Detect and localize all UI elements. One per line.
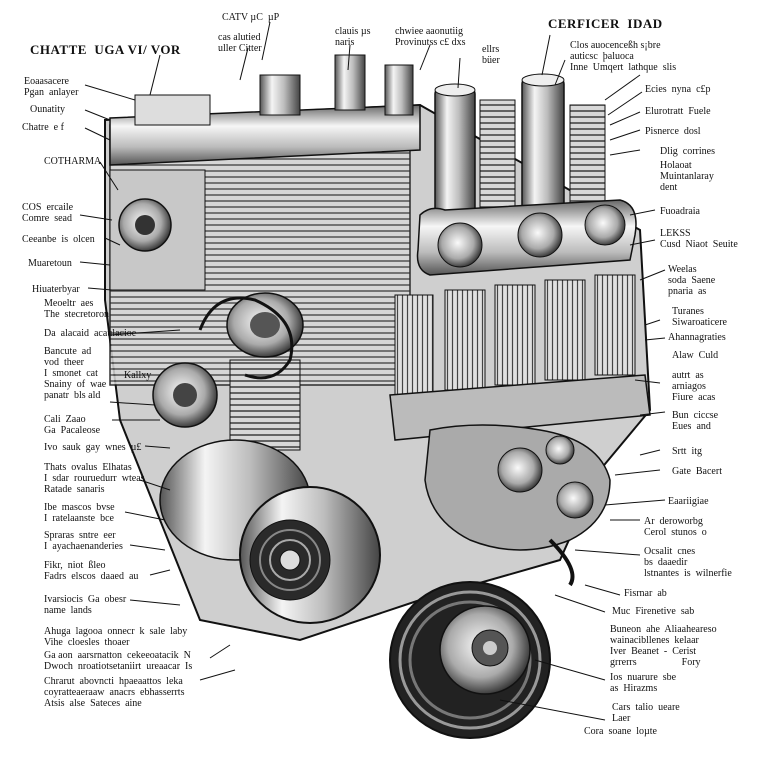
label-left-9: Da alacaid acaulacioe bbox=[44, 328, 137, 339]
label-left-4: COS ercaile Comre sead bbox=[22, 202, 74, 224]
valve-cover bbox=[109, 54, 421, 166]
label-left-0: Eoaasacere Pgan anlayer bbox=[24, 76, 79, 98]
label-right-17: Ocsalit cnes bs daaedir lstnantes is wil… bbox=[644, 546, 732, 579]
label-right-20: Buneon ahe Aliaaheareso wainacibllenes k… bbox=[610, 624, 717, 668]
label-right-18: Fisrnar ab bbox=[624, 588, 667, 599]
label-right-1: Elurotratt Fuele bbox=[645, 106, 711, 117]
label-right-12: Bun ciccse Eues and bbox=[672, 410, 719, 432]
label-right-6: LEKSS Cusd Niaot Seuite bbox=[660, 228, 738, 250]
label-right-2: Pisnerce dosl bbox=[645, 126, 701, 137]
label-right-11: autrt as arniagos Fiure acas bbox=[672, 370, 716, 403]
label-top-2: clauis µs naris bbox=[335, 26, 371, 48]
label-right-5: Fuoadraia bbox=[660, 206, 700, 217]
turbocharger bbox=[198, 296, 294, 380]
label-left-8: Meoeltr aes The stecretoron bbox=[44, 298, 109, 320]
label-left-12: Ivo sauk gay wnes µ£ bbox=[44, 442, 142, 453]
label-right-3: Dlig corrines bbox=[660, 146, 715, 157]
right-manifold bbox=[424, 424, 611, 587]
label-right-19: Muc Firenetive sab bbox=[612, 606, 695, 617]
label-right-15: Eaariigiae bbox=[668, 496, 709, 507]
label-left-11: Cali Zaao Ga Pacaleose bbox=[44, 414, 101, 436]
label-left-14: Ibe mascos bvse I ratelaanste bce bbox=[44, 502, 115, 524]
label-left-13: Thats ovalus Elhatas I sdar rouruedurr w… bbox=[44, 462, 145, 495]
front-housing bbox=[159, 439, 381, 624]
label-right-23: Cora soane loµte bbox=[584, 726, 657, 737]
label-left-7: Hiuaterbyar bbox=[32, 284, 80, 295]
label-top-0: CATV µC µP bbox=[222, 12, 280, 23]
label-right-0: Ecies nyna c£p bbox=[645, 84, 711, 95]
label-right-16: Ar deroworbg Cerol stunos o bbox=[644, 516, 707, 538]
label-left-3: COTHARMA bbox=[44, 156, 102, 167]
label-right-22: Cars talio ueare Laer bbox=[612, 702, 680, 724]
intake-manifold bbox=[416, 199, 637, 276]
label-left-1: Ounatity bbox=[30, 104, 65, 115]
label-left-10: Bancute ad vod theer I smonet cat Snainy… bbox=[44, 346, 107, 401]
intake-pipes bbox=[434, 73, 606, 229]
label-left-15: Spraras sntre eer I ayachaenanderies bbox=[44, 530, 123, 552]
label-right-8: Turanes Siwaroaticere bbox=[672, 306, 727, 328]
flywheel-pulley bbox=[389, 581, 551, 739]
label-right-21: Ios nuarure sbe as Hirazms bbox=[610, 672, 677, 694]
cylinders bbox=[389, 274, 651, 441]
label-left-18: Ahuga lagooa onnecr k sale laby Vihe clo… bbox=[44, 626, 188, 648]
label-right-10: Alaw Culd bbox=[672, 350, 719, 361]
label-top-1: cas alutied uller Citter bbox=[218, 32, 262, 54]
label-right-13: Srtt itg bbox=[672, 446, 703, 457]
left-accessories bbox=[109, 169, 304, 451]
label-center: Kallxy bbox=[124, 370, 152, 381]
diagram-title-right: CERFICER IDAD bbox=[548, 16, 663, 31]
diagram-title-left: CHATTE UGA VI/ VOR bbox=[30, 42, 181, 57]
label-left-2: Chatre e f bbox=[22, 122, 64, 133]
label-top-5: Clos auocenceßh s¡bre auticsc þaluoca In… bbox=[570, 40, 677, 73]
label-top-3: chwiee aaonutiig Provinutss c£ dxs bbox=[395, 26, 466, 48]
label-left-19: Ga aon aarsrnatton cekeeoatacik N Dwoch … bbox=[44, 650, 193, 672]
label-left-17: Ivarsiocis Ga obesr name lands bbox=[44, 594, 127, 616]
label-left-20: Chrarut abovncti hpaeaattos leka coyratt… bbox=[44, 676, 185, 709]
label-right-9: Ahannagraties bbox=[668, 332, 726, 343]
label-top-4: ellrs büer bbox=[482, 44, 500, 66]
label-left-6: Muaretoun bbox=[28, 258, 72, 269]
label-right-4: Holaoat Muintanlaray dent bbox=[660, 160, 714, 193]
label-left-5: Ceeanbe is olcen bbox=[22, 234, 95, 245]
label-left-16: Fikr, niot ßleo Fadrs elscos daaed au bbox=[44, 560, 139, 582]
leader-lines bbox=[79, 21, 666, 721]
label-right-7: Weelas soda Saene pnaria as bbox=[668, 264, 716, 297]
label-right-14: Gate Bacert bbox=[672, 466, 722, 477]
